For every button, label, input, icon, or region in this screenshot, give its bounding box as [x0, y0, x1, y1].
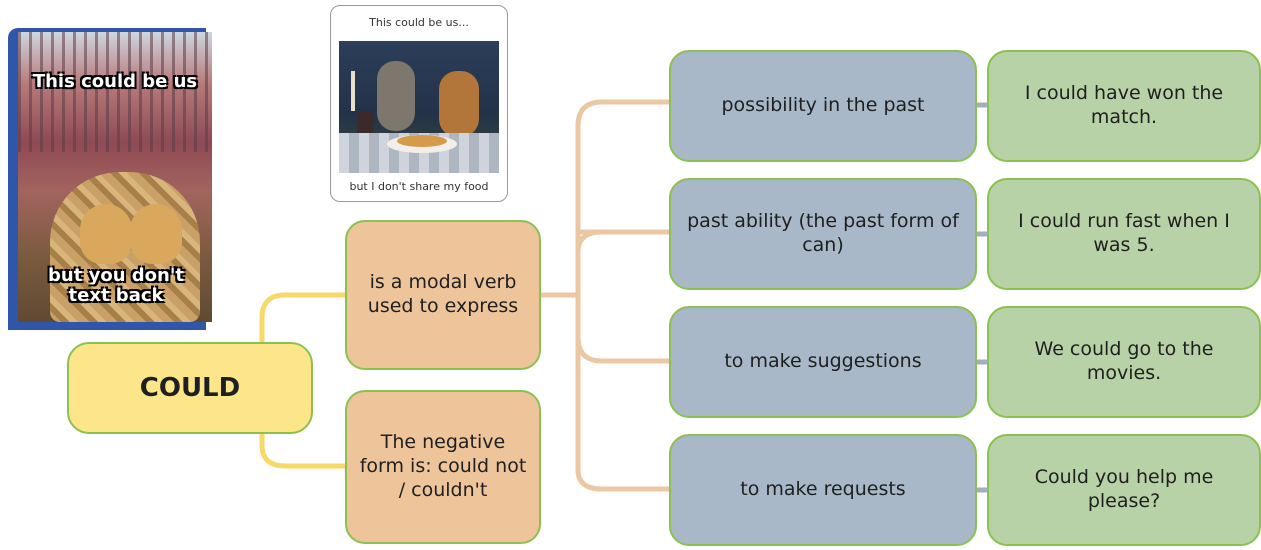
dog-face [80, 204, 132, 264]
example-node-suggestions: We could go to the movies. [987, 306, 1261, 418]
example-node-possibility: I could have won the match. [987, 50, 1261, 162]
candle [351, 71, 355, 111]
use-node-suggestions: to make suggestions [669, 306, 977, 418]
dog-face [130, 204, 182, 264]
dog-right [439, 71, 479, 137]
use-node-requests: to make requests [669, 434, 977, 546]
spaghetti-scene [339, 41, 499, 173]
example-node-past-ability: I could run fast when I was 5. [987, 178, 1261, 290]
meme-image-lady-tramp: This could be us... but I don't share my… [330, 5, 508, 202]
negative-form-node: The negative form is: could not / couldn… [345, 390, 541, 544]
meme-image-dogs: This could be us but you don't text back [18, 32, 212, 322]
trees-background [18, 32, 212, 152]
dog-left [377, 61, 415, 131]
meme-top-caption: This could be us... [369, 16, 469, 29]
root-node: COULD [67, 342, 313, 434]
spaghetti [397, 135, 447, 147]
use-node-past-ability: past ability (the past form of can) [669, 178, 977, 290]
definition-node: is a modal verb used to express [345, 220, 541, 370]
example-connector [976, 102, 988, 493]
meme-top-text: This could be us [32, 71, 198, 92]
example-node-requests: Could you help me please? [987, 434, 1261, 546]
branch-connector [540, 99, 670, 492]
use-node-possibility: possibility in the past [669, 50, 977, 162]
meme-bottom-text: but you don't text back [48, 265, 184, 306]
meme-bottom-caption: but I don't share my food [349, 180, 489, 193]
